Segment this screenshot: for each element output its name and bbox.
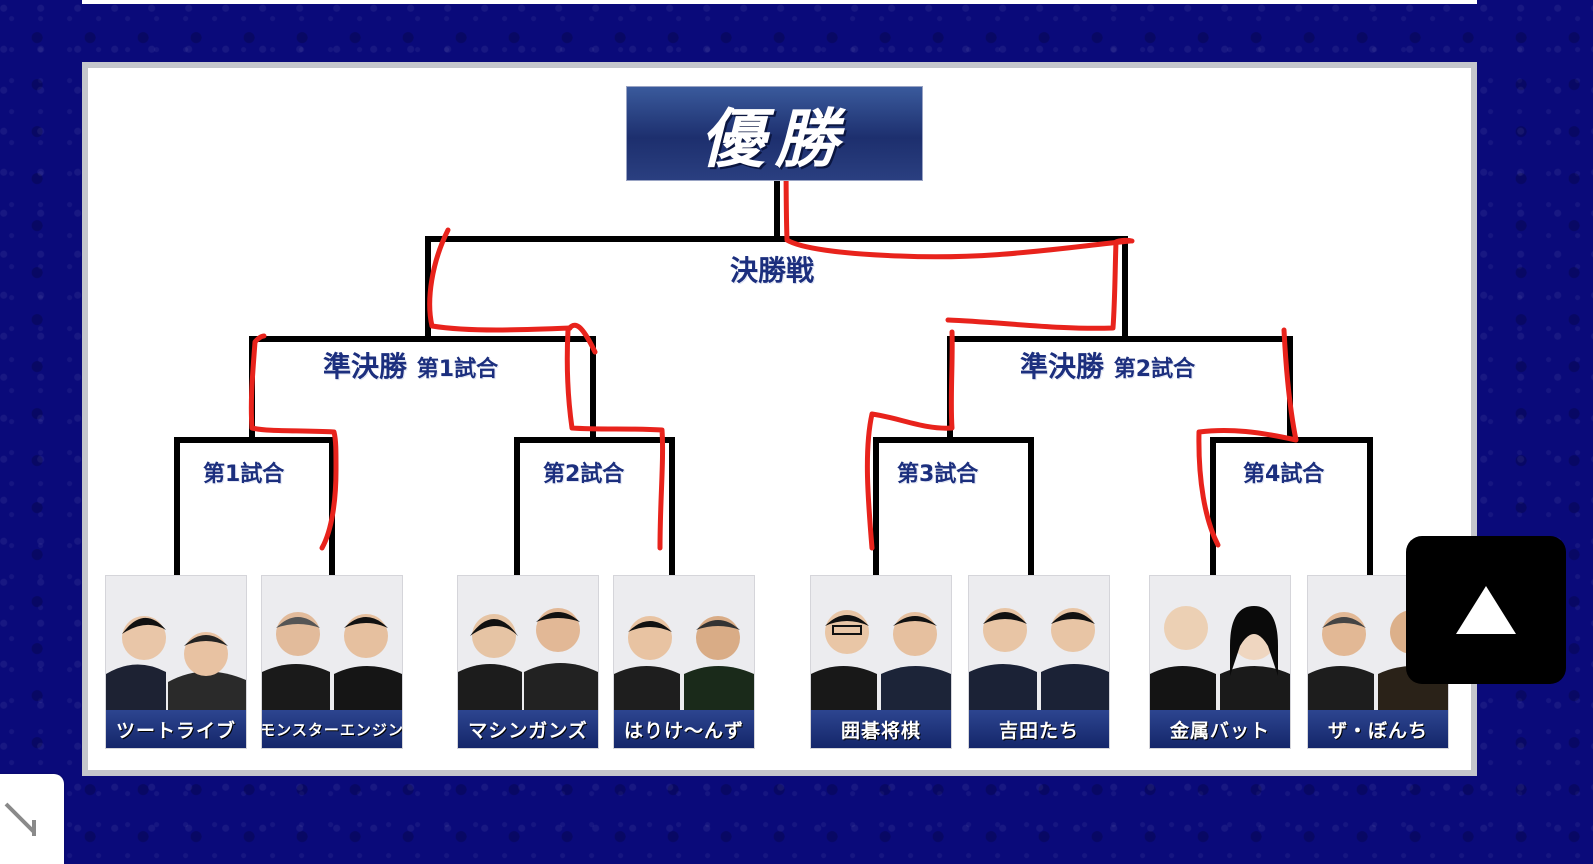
scroll-to-top-button[interactable] [1406,536,1566,684]
team-card: ツートライブ [106,576,246,748]
team-card: 吉田たち [969,576,1109,748]
red-path-semi1-left [248,333,339,551]
red-path-semi2-left [864,329,955,551]
team-card: 金属バット [1150,576,1290,748]
team-card: マシンガンズ [458,576,598,748]
red-path-final-left [427,227,573,333]
champion-text: 優勝 [700,101,849,177]
team-photo [614,576,754,710]
top-white-strip [82,0,1477,4]
team-name: モンスターエンジン [262,710,402,748]
match-2-label: 第2試合 [543,462,625,487]
team-photo [1150,576,1290,710]
team-photo [106,576,246,710]
champion-banner: 優勝 [626,86,923,181]
team-name: 吉田たち [969,710,1109,748]
team-photo [262,576,402,710]
team-name: ツートライブ [106,710,246,748]
team-card: モンスターエンジン [262,576,402,748]
red-path-semi2-right [1196,327,1299,548]
team-card: 囲碁将棋 [811,576,951,748]
semi-2-sub: 第2試合 [1113,357,1196,382]
team-name: はりけ〜んず [614,710,754,748]
bracket-match-3 [873,437,1034,581]
team-name: 金属バット [1150,710,1290,748]
team-photo [811,576,951,710]
team-name: ザ・ぼんち [1308,710,1448,748]
final-label: 決勝戦 [730,254,815,287]
diagonal-arrow-icon [4,802,36,836]
semi-1-sub: 第1試合 [416,357,499,382]
semi-2-title: 準決勝 [1020,350,1105,383]
triangle-up-icon [1456,586,1516,634]
team-name: マシンガンズ [458,710,598,748]
match-3-label: 第3試合 [897,462,979,487]
corner-widget[interactable] [0,774,64,864]
semi-2-label: 準決勝 第2試合 [1020,345,1195,385]
match-1-label: 第1試合 [203,462,285,487]
match-4-label: 第4試合 [1243,462,1325,487]
semi-1-title: 準決勝 [323,350,408,383]
team-photo [458,576,598,710]
red-path-semi1-right [564,322,666,551]
team-name: 囲碁将棋 [811,710,951,748]
team-photo [969,576,1109,710]
semi-1-label: 準決勝 第1試合 [323,345,498,385]
team-card: はりけ〜んず [614,576,754,748]
red-path-champion [783,137,1133,260]
red-annotation-lines [248,137,1299,551]
